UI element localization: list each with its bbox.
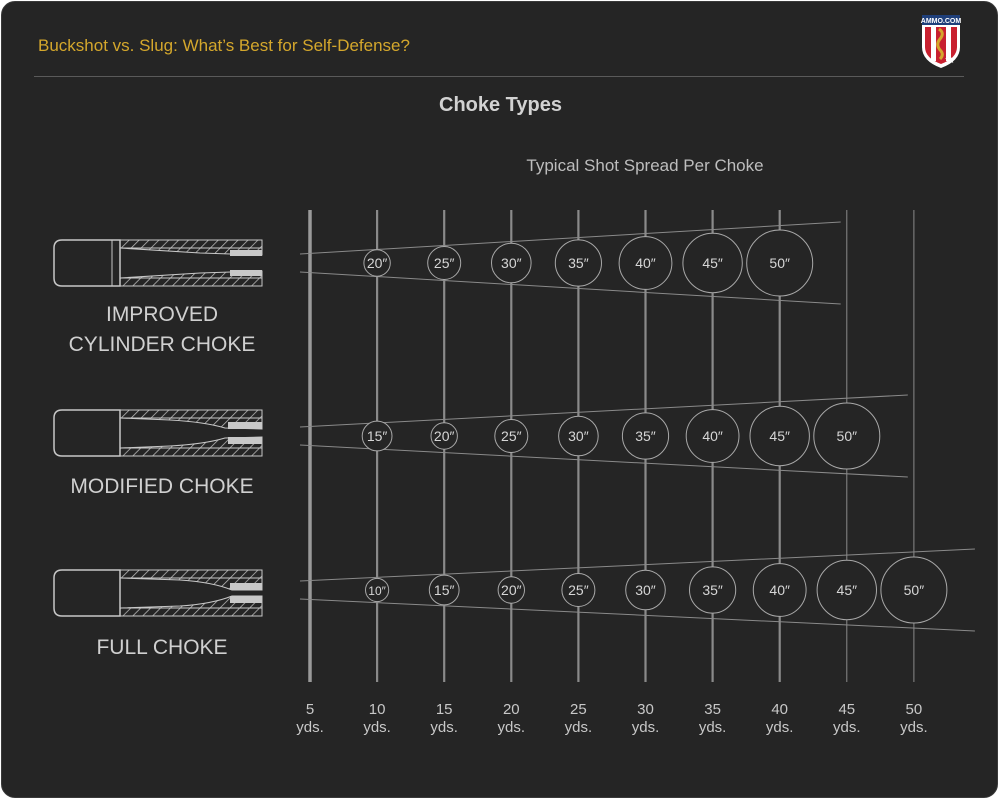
barrel-icon-improved-cylinder bbox=[53, 239, 263, 287]
spread-label: 25″ bbox=[568, 582, 589, 598]
spread-label: 25″ bbox=[434, 255, 455, 271]
spread-label: 20″ bbox=[434, 428, 455, 444]
spread-label: 20″ bbox=[367, 255, 388, 271]
spread-circle bbox=[491, 242, 532, 284]
spread-circle bbox=[554, 239, 603, 287]
spread-circle bbox=[813, 402, 881, 470]
spread-cone-line bbox=[299, 394, 908, 428]
diagram-subtitle: Typical Shot Spread Per Choke bbox=[526, 156, 764, 175]
spread-circle bbox=[618, 236, 673, 290]
spread-circle bbox=[682, 232, 743, 294]
spread-label: 50″ bbox=[837, 428, 858, 444]
spread-label: 40″ bbox=[702, 428, 723, 444]
logo-text: AMMO.COM bbox=[921, 18, 962, 25]
spread-label: 45″ bbox=[702, 255, 723, 271]
spread-label: 35″ bbox=[568, 255, 589, 271]
spread-circle bbox=[361, 420, 393, 452]
choke-label-line: CYLINDER CHOKE bbox=[68, 333, 256, 356]
spread-label: 50″ bbox=[769, 255, 790, 271]
choke-label-line: MODIFIED CHOKE bbox=[70, 475, 254, 498]
spread-circle bbox=[625, 569, 666, 611]
spread-label: 35″ bbox=[702, 582, 723, 598]
spread-cone-line bbox=[299, 271, 841, 305]
spread-label: 15″ bbox=[367, 428, 388, 444]
choke-label-modified: MODIFIED CHOKE bbox=[32, 472, 292, 502]
spread-label: 40″ bbox=[769, 582, 790, 598]
spread-cone-line bbox=[299, 598, 975, 632]
spread-circle bbox=[689, 566, 737, 614]
spread-label: 20″ bbox=[501, 582, 522, 598]
spread-circle bbox=[746, 229, 814, 297]
spread-circle bbox=[752, 563, 807, 617]
spread-label: 35″ bbox=[635, 428, 656, 444]
header-divider bbox=[34, 76, 964, 77]
spread-label: 10″ bbox=[368, 584, 386, 598]
spread-label: 50″ bbox=[904, 582, 925, 598]
choke-label-line: FULL CHOKE bbox=[96, 636, 228, 659]
spread-label: 30″ bbox=[635, 582, 656, 598]
spread-label: 30″ bbox=[568, 428, 589, 444]
spread-circle bbox=[428, 574, 460, 606]
header-title: Buckshot vs. Slug: What’s Best for Self-… bbox=[38, 36, 410, 55]
spread-circle bbox=[363, 249, 391, 277]
spread-label: 30″ bbox=[501, 255, 522, 271]
spread-cone-line bbox=[299, 444, 908, 478]
spread-label: 40″ bbox=[635, 255, 656, 271]
spread-label: 45″ bbox=[769, 428, 790, 444]
spread-label: 25″ bbox=[501, 428, 522, 444]
spread-circle bbox=[558, 415, 599, 457]
choke-label-improved-cylinder: IMPROVED CYLINDER CHOKE bbox=[32, 300, 292, 360]
choke-label-full: FULL CHOKE bbox=[32, 633, 292, 663]
barrel-icon-full bbox=[53, 569, 263, 617]
spread-cone-line bbox=[299, 221, 841, 255]
spread-cone-line bbox=[299, 548, 975, 582]
ammo-logo-icon: AMMO.COM bbox=[921, 15, 962, 68]
spread-label: 15″ bbox=[434, 582, 455, 598]
spread-circle bbox=[497, 576, 525, 604]
spread-circle bbox=[749, 405, 810, 467]
spread-circle bbox=[880, 556, 948, 624]
barrel-icon-modified bbox=[53, 409, 263, 457]
spread-label: 45″ bbox=[837, 582, 858, 598]
spread-circle bbox=[561, 573, 596, 607]
spread-circle bbox=[685, 409, 740, 463]
spread-circle bbox=[621, 412, 670, 460]
spread-circle bbox=[427, 246, 462, 280]
choke-label-line: IMPROVED bbox=[105, 303, 218, 326]
spread-circle bbox=[365, 577, 390, 603]
spread-circle bbox=[430, 422, 458, 450]
spread-circle bbox=[816, 559, 877, 621]
diagram-title: Choke Types bbox=[439, 94, 562, 116]
spread-circle bbox=[494, 419, 529, 453]
